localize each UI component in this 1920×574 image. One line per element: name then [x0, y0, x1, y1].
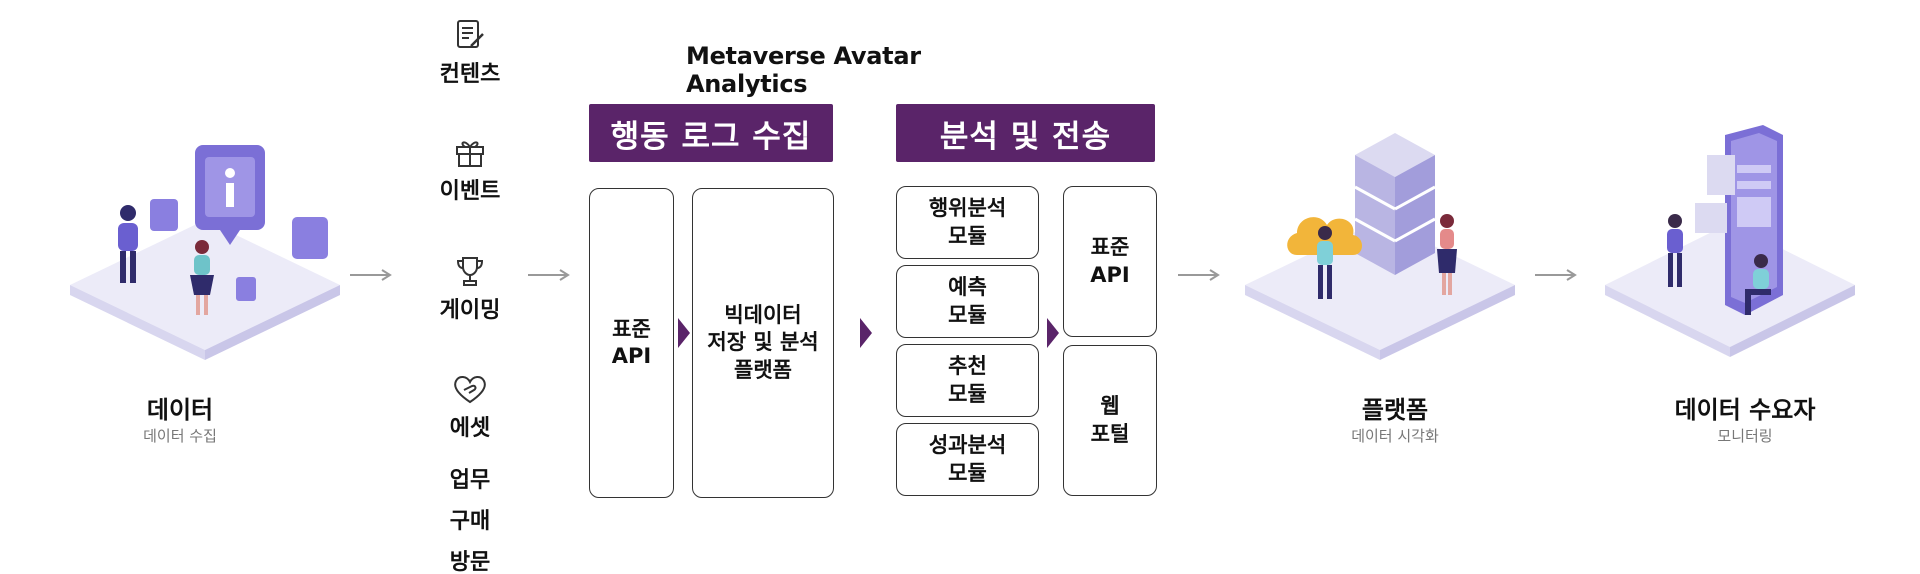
page-title: Metaverse Avatar Analytics [686, 42, 921, 98]
platform-illustration [1245, 133, 1515, 360]
bigdata-platform-box: 빅데이터 저장 및 분석 플랫폼 [692, 188, 834, 498]
category-label: 이벤트 [439, 179, 501, 204]
stage-sub-consumer: 모니터링 [1717, 427, 1773, 445]
flow-arrow [1535, 269, 1577, 281]
performance-analysis-module-box: 성과분석 모듈 [896, 423, 1039, 496]
standard-api-box: 표준 API [589, 188, 674, 498]
heart-hand-icon [454, 376, 486, 404]
category-visit: 방문 [449, 550, 491, 574]
data-consumer-illustration [1605, 125, 1855, 357]
flow-triangle [1047, 318, 1059, 348]
category-work: 업무 [449, 468, 491, 493]
recommendation-module-box: 추천 모듈 [896, 344, 1039, 417]
flow-triangle [860, 318, 872, 348]
category-content: 컨텐츠 [420, 18, 520, 88]
section-header-collect: 행동 로그 수집 [589, 104, 833, 162]
category-label: 에셋 [449, 416, 491, 441]
flow-arrow [350, 269, 392, 281]
section-header-analyze: 분석 및 전송 [896, 104, 1155, 162]
category-event: 이벤트 [420, 135, 520, 205]
gift-icon [456, 141, 484, 167]
category-label: 컨텐츠 [439, 62, 501, 87]
flow-arrow [528, 269, 570, 281]
stage-label-consumer: 데이터 수요자 [1674, 396, 1816, 424]
document-edit-icon [457, 20, 484, 48]
stage-sub-platform: 데이터 시각화 [1351, 427, 1439, 445]
category-label: 게이밍 [439, 298, 501, 323]
category-gaming: 게이밍 [420, 254, 520, 324]
data-collection-illustration [70, 145, 340, 360]
prediction-module-box: 예측 모듈 [896, 265, 1039, 338]
standard-api-box-2: 표준 API [1063, 186, 1157, 337]
category-purchase: 구매 [449, 509, 491, 534]
stage-label-data: 데이터 [146, 396, 214, 424]
flow-triangle [678, 318, 690, 348]
web-portal-box: 웹 포털 [1063, 345, 1157, 496]
trophy-icon [456, 257, 484, 286]
flow-arrow [1178, 269, 1220, 281]
stage-label-platform: 플랫폼 [1361, 396, 1429, 424]
category-asset: 에셋 [420, 372, 520, 442]
behavior-analysis-module-box: 행위분석 모듈 [896, 186, 1039, 259]
stage-sub-data: 데이터 수집 [143, 427, 217, 445]
